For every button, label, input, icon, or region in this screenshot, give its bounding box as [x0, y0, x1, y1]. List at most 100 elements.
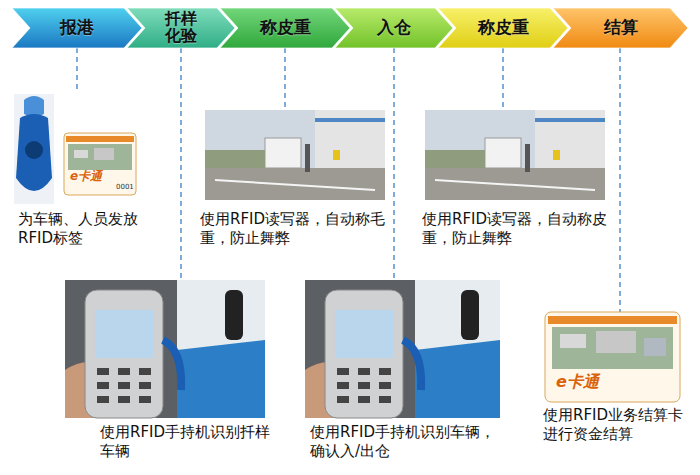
guide-line [76, 48, 77, 93]
gantry [305, 144, 310, 172]
card-text: e卡通 [70, 170, 130, 182]
caption: 为车辆、人员发放RFID标签 [18, 210, 168, 248]
railing [435, 180, 595, 190]
railing [215, 180, 375, 190]
card-image [68, 144, 132, 170]
booth [265, 138, 301, 168]
card-image [552, 327, 673, 369]
handheld-photo [65, 280, 265, 418]
chevron-step: 称皮重 [438, 8, 568, 48]
handheld-device [85, 290, 163, 418]
key [379, 396, 391, 403]
step-label: 报港 [60, 19, 94, 37]
trees [205, 150, 265, 168]
chevron-step: 结算 [553, 8, 688, 48]
trees [425, 150, 485, 168]
guide-line [502, 48, 503, 110]
weighbridge-photo [425, 110, 605, 200]
truck-cab [177, 340, 265, 418]
chevron-fill [127, 8, 235, 48]
tag-loop [24, 96, 44, 117]
key [358, 368, 370, 375]
building [315, 110, 385, 172]
chevron-step: 入仓 [335, 8, 453, 48]
device-screen [95, 310, 153, 358]
card-image [644, 338, 666, 356]
key [358, 396, 370, 403]
dashed-guides [77, 48, 620, 312]
card-body [64, 133, 136, 195]
caption: 使用RFID手持机识别扦样车辆 [100, 423, 275, 461]
card-body [545, 312, 680, 402]
tag-body [16, 114, 52, 191]
rfid-tag [163, 340, 181, 390]
chevron-step: 报港 [12, 8, 142, 48]
sky [205, 110, 385, 200]
key [97, 368, 109, 375]
sky [425, 110, 605, 200]
chevron-step: 称皮重 [220, 8, 350, 48]
key [118, 396, 130, 403]
tag-chip [25, 141, 43, 159]
key [118, 382, 130, 389]
truck-cab [415, 340, 500, 418]
chevron-fill [12, 8, 142, 48]
keypad [97, 368, 151, 403]
keypad [337, 368, 391, 403]
step-label: 结算 [604, 19, 638, 37]
key [379, 382, 391, 389]
sign [333, 150, 340, 160]
key [139, 368, 151, 375]
card-text: e卡通 [556, 374, 636, 390]
ground [425, 168, 605, 200]
card-stripe [548, 316, 677, 324]
guide-line [180, 48, 181, 280]
weighbridge-photo [205, 110, 385, 200]
photo-ground [14, 94, 54, 204]
sign [553, 150, 560, 160]
key [139, 382, 151, 389]
card-image [560, 334, 586, 348]
gantry [525, 144, 530, 172]
card-text: 0001 [116, 184, 136, 191]
guide-line [619, 48, 620, 312]
key [379, 368, 391, 375]
rfid-tag [14, 94, 54, 204]
building [535, 110, 605, 172]
photo-ground [305, 280, 500, 418]
rfid-tag [403, 340, 421, 390]
caption: 使用RFID读写器，自动称皮重，防止舞弊 [422, 210, 612, 248]
rfid-card [64, 133, 136, 195]
chevron-fill [335, 8, 453, 48]
booth [485, 138, 521, 168]
truck-bg [415, 280, 500, 418]
device-screen [335, 310, 393, 358]
step-label: 称皮重 [478, 19, 529, 37]
card-image [596, 331, 636, 353]
chevron-fill [438, 8, 568, 48]
ground [205, 168, 385, 200]
step-label: 称皮重 [260, 19, 311, 37]
mirror [461, 290, 479, 340]
mirror [225, 290, 243, 340]
caption: 使用RFID读写器，自动称毛重，防止舞弊 [200, 210, 388, 248]
card-image [94, 148, 114, 160]
caption: 使用RFID业务结算卡进行资金结算 [543, 406, 693, 444]
handheld-device [325, 290, 403, 418]
guide-line [284, 48, 285, 110]
building-stripe [535, 118, 605, 122]
step-label: 入仓 [377, 19, 411, 37]
handheld-photo [305, 280, 500, 418]
caption: 使用RFID手持机识别车辆，确认入/出仓 [310, 423, 505, 461]
truck-bg [177, 280, 265, 418]
guide-line [393, 48, 394, 280]
settlement-card [545, 312, 680, 402]
step-label: 扦样 化验 [163, 11, 200, 45]
card-stripe [66, 136, 134, 142]
chevron-step: 扦样 化验 [127, 8, 235, 48]
key [337, 382, 349, 389]
key [337, 368, 349, 375]
key [337, 396, 349, 403]
